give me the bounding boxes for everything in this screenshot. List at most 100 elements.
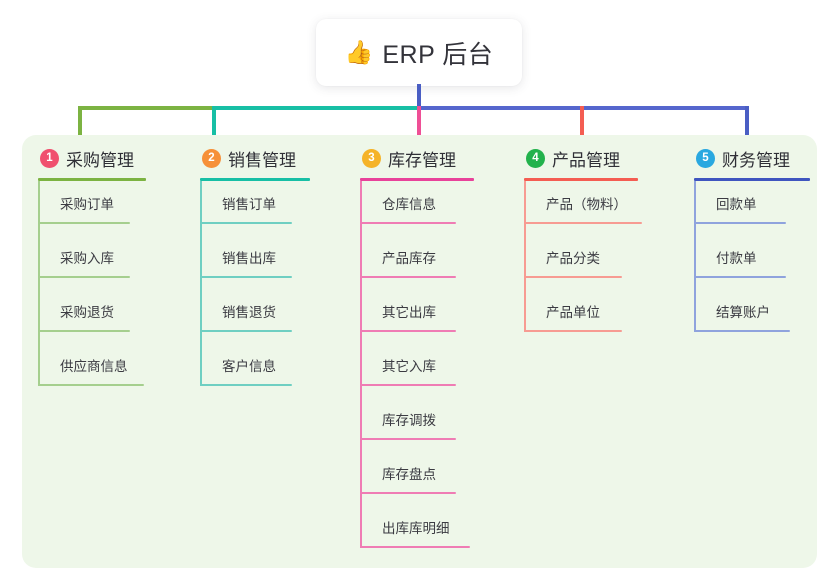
leaf-item-rule (38, 330, 130, 332)
column-items: 采购订单采购入库采购退货供应商信息 (38, 181, 188, 397)
column-title: 库存管理 (388, 150, 456, 170)
leaf-item-rule (524, 330, 622, 332)
column-header-rule (360, 178, 474, 181)
leaf-item-label: 结算账户 (716, 305, 770, 320)
leaf-item-rule (694, 276, 786, 278)
leaf-item-rule (200, 330, 292, 332)
leaf-item-label: 产品分类 (546, 251, 600, 266)
leaf-item[interactable]: 产品单位 (524, 289, 689, 343)
leaf-item-label: 产品单位 (546, 305, 600, 320)
leaf-item[interactable]: 结算账户 (694, 289, 834, 343)
leaf-item[interactable]: 供应商信息 (38, 343, 188, 397)
leaf-item-label: 销售订单 (222, 197, 276, 212)
leaf-item-label: 库存盘点 (382, 467, 436, 482)
column-number-badge: 2 (202, 148, 221, 168)
leaf-item[interactable]: 采购入库 (38, 235, 188, 289)
column-header-rule (694, 178, 810, 181)
leaf-item-label: 回款单 (716, 197, 757, 212)
diagram-panel (22, 135, 817, 568)
drop-stub-column-1 (78, 106, 82, 136)
leaf-item[interactable]: 产品（物料） (524, 181, 689, 235)
leaf-item-rule (360, 546, 470, 548)
leaf-item-label: 仓库信息 (382, 197, 436, 212)
leaf-item-label: 库存调拨 (382, 413, 436, 428)
leaf-item-label: 供应商信息 (60, 359, 128, 374)
leaf-item[interactable]: 产品分类 (524, 235, 689, 289)
leaf-item[interactable]: 产品库存 (360, 235, 520, 289)
column-number-badge: 3 (362, 148, 381, 168)
leaf-item-rule (360, 276, 456, 278)
leaf-item-label: 其它入库 (382, 359, 436, 374)
column-items: 销售订单销售出库销售退货客户信息 (200, 181, 350, 397)
drop-stub-column-5 (745, 106, 749, 136)
bus-connector-segment-c (419, 106, 749, 110)
column-header-rule (524, 178, 638, 181)
leaf-item-rule (38, 276, 130, 278)
thumbs-up-icon: 👍 (344, 39, 374, 65)
drop-stub-column-3 (417, 106, 421, 136)
leaf-item[interactable]: 采购订单 (38, 181, 188, 235)
column-items: 仓库信息产品库存其它出库其它入库库存调拨库存盘点出库库明细 (360, 181, 520, 559)
column-header-rule (200, 178, 310, 181)
leaf-item[interactable]: 销售出库 (200, 235, 350, 289)
leaf-item-rule (38, 384, 144, 386)
leaf-item-rule (200, 276, 292, 278)
leaf-item-label: 产品（物料） (546, 197, 627, 212)
column-items: 回款单付款单结算账户 (694, 181, 834, 343)
leaf-item[interactable]: 付款单 (694, 235, 834, 289)
leaf-item-rule (200, 222, 292, 224)
trunk-connector (417, 84, 421, 108)
leaf-item-label: 采购入库 (60, 251, 114, 266)
leaf-item-rule (524, 276, 622, 278)
bus-connector-segment-a (78, 106, 213, 110)
leaf-item[interactable]: 其它入库 (360, 343, 520, 397)
leaf-item[interactable]: 销售订单 (200, 181, 350, 235)
leaf-item-rule (360, 384, 456, 386)
column-spine (524, 181, 526, 332)
leaf-item-label: 销售出库 (222, 251, 276, 266)
bus-connector-segment-b (213, 106, 419, 110)
root-node-card[interactable]: 👍 ERP 后台 (316, 19, 522, 86)
root-node-label: ERP 后台 (382, 40, 494, 69)
leaf-item[interactable]: 库存盘点 (360, 451, 520, 505)
leaf-item-rule (694, 222, 786, 224)
leaf-item-rule (38, 222, 130, 224)
leaf-item-label: 其它出库 (382, 305, 436, 320)
column-spine (200, 181, 202, 386)
column-title: 销售管理 (228, 150, 296, 170)
leaf-item-rule (524, 222, 642, 224)
leaf-item[interactable]: 客户信息 (200, 343, 350, 397)
leaf-item[interactable]: 库存调拨 (360, 397, 520, 451)
leaf-item-label: 产品库存 (382, 251, 436, 266)
leaf-item[interactable]: 其它出库 (360, 289, 520, 343)
leaf-item-rule (360, 492, 456, 494)
leaf-item-label: 采购订单 (60, 197, 114, 212)
column-spine (38, 181, 40, 386)
column-items: 产品（物料） 产品分类产品单位 (524, 181, 689, 343)
leaf-item[interactable]: 出库库明细 (360, 505, 520, 559)
column-title: 产品管理 (552, 150, 620, 170)
leaf-item[interactable]: 销售退货 (200, 289, 350, 343)
column-3: 3 库存管理仓库信息产品库存其它出库其它入库库存调拨库存盘点出库库明细 (360, 145, 520, 559)
leaf-item-rule (360, 222, 456, 224)
drop-stub-column-2 (212, 106, 216, 136)
leaf-item-label: 出库库明细 (382, 521, 450, 536)
leaf-item[interactable]: 仓库信息 (360, 181, 520, 235)
leaf-item[interactable]: 回款单 (694, 181, 834, 235)
leaf-item-rule (694, 330, 790, 332)
leaf-item[interactable]: 采购退货 (38, 289, 188, 343)
column-header[interactable]: 3 库存管理 (360, 145, 520, 171)
column-number-badge: 1 (40, 148, 59, 168)
column-title: 财务管理 (722, 150, 790, 170)
column-spine (360, 181, 362, 548)
column-header[interactable]: 2 销售管理 (200, 145, 350, 171)
column-header-rule (38, 178, 146, 181)
column-spine (694, 181, 696, 332)
leaf-item-rule (360, 330, 456, 332)
